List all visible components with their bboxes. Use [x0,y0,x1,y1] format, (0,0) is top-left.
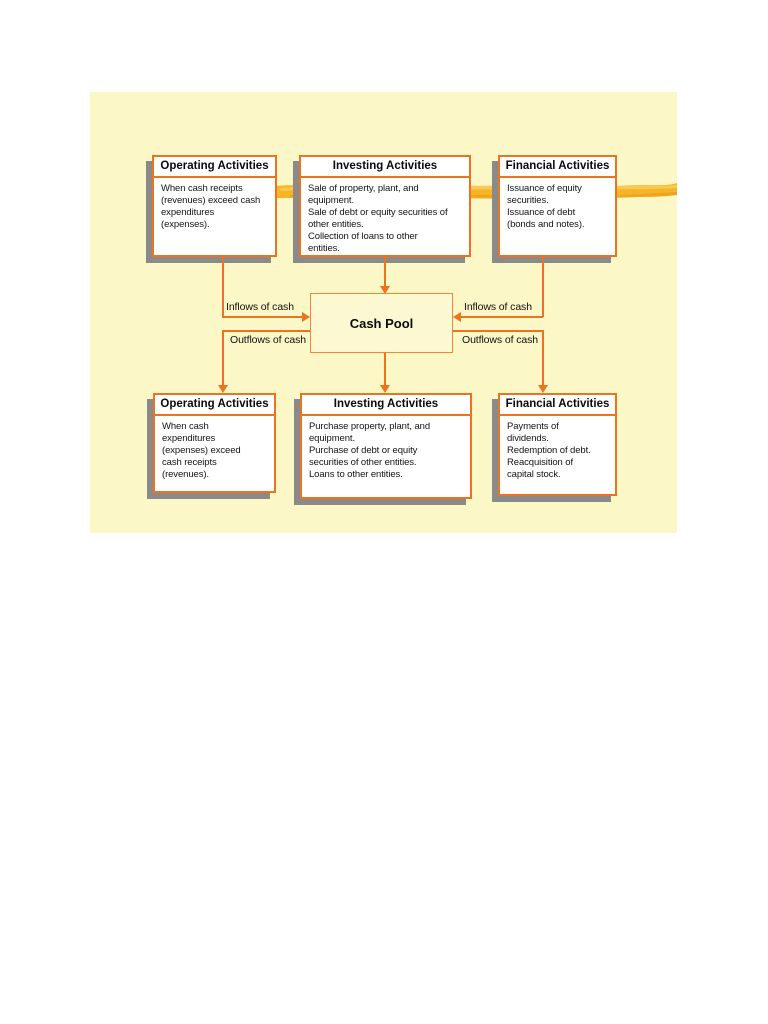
box-title: Investing Activities [302,395,470,416]
cash-pool-label: Cash Pool [349,315,414,331]
connector-line [461,316,543,318]
outflow-right-label: Outflows of cash [462,334,539,346]
inflow-left-label: Inflows of cash [226,301,294,313]
connector-line [384,257,386,288]
investing-activities-outflow-box: Investing Activities Purchase property, … [300,393,472,499]
financial-activities-outflow-box: Financial Activities Payments of dividen… [498,393,617,496]
box-title: Financial Activities [500,157,615,178]
connector-line [222,257,224,317]
box-title: Operating Activities [154,157,275,178]
cash-flow-diagram: Operating Activities When cash receipts … [90,92,677,533]
operating-activities-inflow-box: Operating Activities When cash receipts … [152,155,277,257]
box-body-text: Purchase property, plant, and equipment.… [309,421,431,480]
box-body-text: When cash expenditures (expenses) exceed… [162,421,241,480]
connector-line [542,330,544,386]
connector-line [222,330,224,386]
arrow-right-icon [302,312,310,322]
box-title: Financial Activities [500,395,615,416]
connector-line [453,330,543,332]
arrow-down-icon [218,385,228,393]
operating-activities-outflow-box: Operating Activities When cash expenditu… [153,393,276,493]
connector-line [542,257,544,317]
inflow-right-label: Inflows of cash [464,301,532,313]
arrow-down-icon [538,385,548,393]
financial-activities-inflow-box: Financial Activities Issuance of equity … [498,155,617,257]
arrow-left-icon [453,312,461,322]
connector-line [222,316,302,318]
outflow-left-label: Outflows of cash [230,334,307,346]
box-body-text: Sale of property, plant, and equipment. … [308,183,448,254]
cash-pool-box: Cash Pool [310,293,453,353]
connector-line [222,330,310,332]
arrow-down-icon [380,385,390,393]
box-body-text: Payments of dividends. Redemption of deb… [507,421,591,480]
investing-activities-inflow-box: Investing Activities Sale of property, p… [299,155,471,257]
connector-line [384,353,386,386]
box-title: Investing Activities [301,157,469,178]
box-body-text: Issuance of equity securities. Issuance … [507,183,585,230]
box-title: Operating Activities [155,395,274,416]
box-body-text: When cash receipts (revenues) exceed cas… [161,183,261,230]
arrow-down-icon [380,286,390,294]
